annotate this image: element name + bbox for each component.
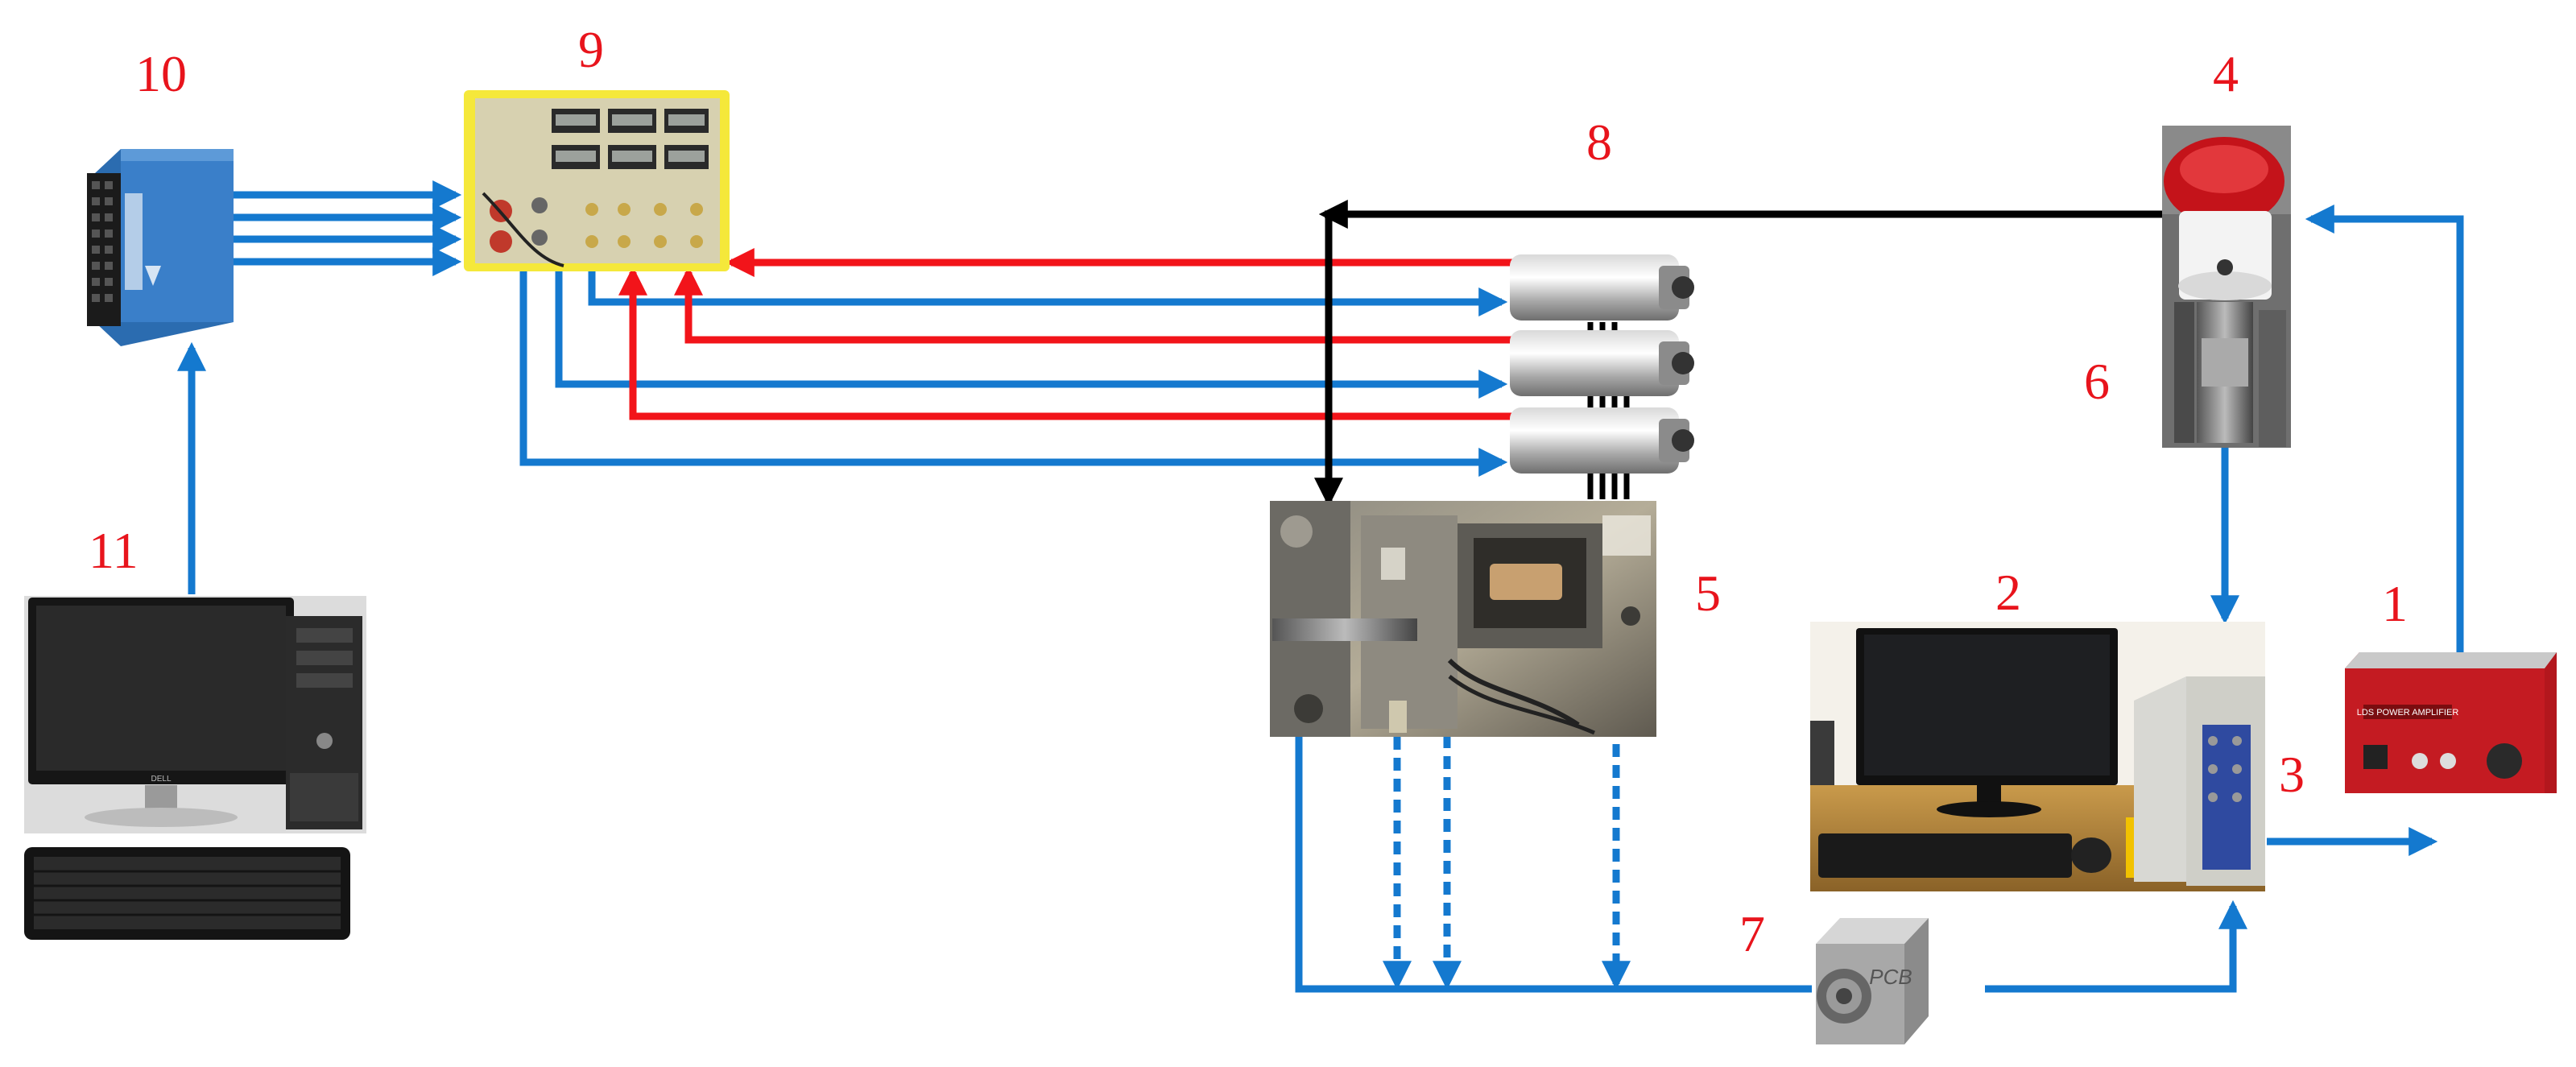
monitor-brand-text: DELL <box>151 775 171 784</box>
control-pc <box>1810 622 2265 891</box>
probe-signal-line-2 <box>674 266 1514 344</box>
label-9: 9 <box>578 21 604 78</box>
label-4: 4 <box>2213 45 2239 102</box>
amplifier-panel-text: LDS POWER AMPLIFIER <box>2357 708 2459 718</box>
label-10: 10 <box>135 45 187 102</box>
excitation-line-1 <box>588 270 1508 316</box>
label-7: 7 <box>1739 905 1765 962</box>
test-rig <box>1270 501 1656 737</box>
excitation-line-2 <box>555 270 1508 399</box>
label-5: 5 <box>1695 565 1721 622</box>
label-11: 11 <box>89 522 139 579</box>
desktop-computer: DELL <box>24 596 366 940</box>
probe-3 <box>1510 407 1694 474</box>
accelerometer-brand-text: PCB <box>1869 965 1912 989</box>
probe-2 <box>1510 330 1694 396</box>
probe-signal-line-3 <box>618 266 1514 420</box>
signal-conditioner <box>464 90 730 271</box>
rig-to-accelerometer-line <box>1295 737 1812 993</box>
power-amplifier: LDS POWER AMPLIFIER <box>2345 652 2557 793</box>
probe-1 <box>1510 254 1694 321</box>
label-1: 1 <box>2382 575 2408 632</box>
accelerometer-to-pc-line <box>1985 900 2247 993</box>
accelerometer: PCB <box>1816 918 1929 1044</box>
daq-module <box>87 149 234 346</box>
amplifier-to-shaker-line <box>2305 205 2464 652</box>
label-3: 3 <box>2279 746 2305 803</box>
label-2: 2 <box>1995 564 2021 621</box>
label-8: 8 <box>1586 114 1612 171</box>
excitation-line-3 <box>519 270 1508 477</box>
proximity-probes <box>1510 254 1694 474</box>
label-6: 6 <box>2084 353 2110 410</box>
shaker <box>2162 126 2291 448</box>
